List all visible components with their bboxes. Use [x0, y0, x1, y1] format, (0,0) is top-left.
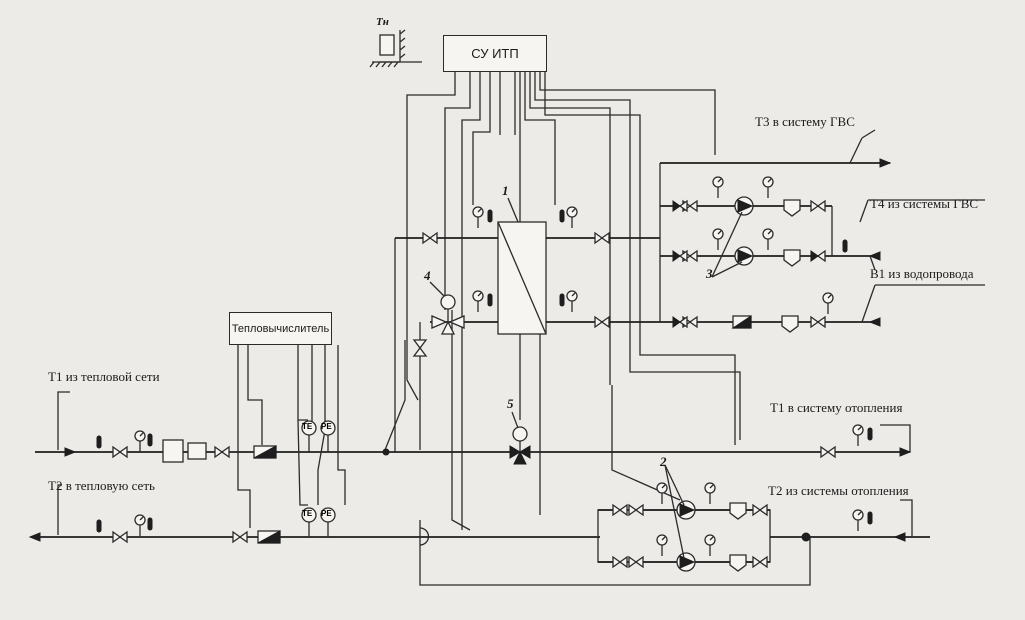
- pressure-gauge-icon: [712, 176, 724, 198]
- heat-calculator-label: Тепловычислитель: [231, 322, 330, 335]
- pressure-gauge-icon: [822, 292, 834, 314]
- riser-valve: [412, 339, 428, 357]
- label-t1-in: Т1 из тепловой сети: [48, 369, 160, 384]
- callout-5: 5: [507, 396, 514, 411]
- pressure-gauge-icon: [852, 424, 864, 446]
- thermometers: [96, 209, 873, 533]
- valve-icon: [672, 249, 688, 263]
- thermometer-icon: [867, 427, 873, 441]
- valve-icon: [628, 503, 644, 517]
- control-valve-dhw: [431, 294, 465, 335]
- thermometer-icon: [487, 293, 493, 307]
- valve-icon: [112, 445, 128, 459]
- valve-icon: [752, 503, 768, 517]
- label-t2-out: Т2 в тепловую сеть: [48, 478, 155, 493]
- valve-icon: [810, 315, 826, 329]
- valve-icon: [810, 199, 826, 213]
- pressure-gauge-icon: [134, 514, 146, 536]
- valve-icon: [214, 445, 230, 459]
- thermometer-icon: [487, 209, 493, 223]
- dhw-pump-1: [734, 196, 754, 216]
- dhw-pump-2: [734, 246, 754, 266]
- pressure-gauge-icon: [712, 228, 724, 250]
- strainer-heating-1: [729, 502, 747, 520]
- valves: [112, 199, 836, 569]
- pressure-gauge-icon: [704, 482, 716, 504]
- pressure-gauge-icon: [472, 290, 484, 312]
- valve-icon: [752, 555, 768, 569]
- pressure-gauge-icon: [472, 206, 484, 228]
- heat-exchanger: [497, 221, 547, 335]
- thermometer-icon: [559, 209, 565, 223]
- calculator-wiring: [237, 345, 346, 528]
- valve-icon: [672, 199, 688, 213]
- thermometer-icon: [559, 293, 565, 307]
- strainer-coldwater: [781, 315, 799, 333]
- tag-pe-return: PE: [321, 509, 332, 518]
- outdoor-sensor-label: Тн: [376, 16, 389, 28]
- valve-icon: [232, 530, 248, 544]
- callout-4: 4: [424, 268, 431, 283]
- tag-te-supply: TE: [302, 422, 313, 431]
- strainer-dhw-2: [783, 249, 801, 267]
- valve-icon: [810, 249, 826, 263]
- valve-icon: [112, 530, 128, 544]
- control-wiring: [380, 61, 741, 531]
- pressure-gauge-icon: [762, 228, 774, 250]
- label-t4: Т4 из системы ГВС: [870, 196, 979, 211]
- callout-3: 3: [706, 266, 713, 281]
- label-t1-heating: Т1 в систему отопления: [770, 400, 903, 415]
- pressure-gauge-icon: [566, 206, 578, 228]
- heating-pump-2: [676, 552, 696, 572]
- pressure-gauge-icon: [762, 176, 774, 198]
- pressure-gauge-icon: [566, 290, 578, 312]
- valve-icon: [612, 555, 628, 569]
- label-t2-heating: Т2 из системы отопления: [768, 483, 909, 498]
- outdoor-temperature-sensor: [369, 29, 406, 68]
- thermometer-icon: [147, 517, 153, 531]
- pressure-gauges: [134, 176, 864, 556]
- pressure-gauge-icon: [704, 534, 716, 556]
- valve-icon: [612, 503, 628, 517]
- heating-pump-1: [676, 500, 696, 520]
- thermometer-icon: [147, 433, 153, 447]
- controller-label: СУ ИТП: [471, 46, 519, 61]
- main-pipelines: [28, 391, 930, 586]
- mud-collector-supply: [160, 439, 207, 463]
- label-t3: Т3 в систему ГВС: [755, 114, 855, 129]
- pressure-gauge-icon: [656, 482, 668, 504]
- flow-meter-coldwater: [731, 315, 752, 329]
- valve-icon: [820, 445, 836, 459]
- pressure-gauge-icon: [656, 534, 668, 556]
- pressure-gauge-icon: [852, 509, 864, 531]
- control-valve-heating: [509, 426, 531, 465]
- valve-icon: [422, 231, 438, 245]
- controller-box: СУ ИТП: [443, 35, 547, 72]
- heating-pump-loop: [597, 509, 811, 563]
- thermometer-icon: [867, 511, 873, 525]
- tag-pe-supply: PE: [321, 422, 332, 431]
- flow-meter-supply: [253, 445, 277, 459]
- valve-icon: [672, 315, 688, 329]
- flow-meter-return: [257, 530, 281, 544]
- valve-icon: [628, 555, 644, 569]
- valve-icon: [594, 315, 610, 329]
- tag-te-return: TE: [302, 509, 313, 518]
- thermometer-icon: [96, 519, 102, 533]
- valve-icon: [594, 231, 610, 245]
- thermometer-icon: [96, 435, 102, 449]
- strainer-dhw-1: [783, 199, 801, 217]
- label-b1: В1 из водопровода: [870, 266, 974, 281]
- callout-2: 2: [660, 454, 667, 469]
- thermometer-icon: [842, 239, 848, 253]
- heat-calculator-box: Тепловычислитель: [229, 312, 332, 345]
- callout-1: 1: [502, 183, 509, 198]
- pressure-gauge-icon: [134, 430, 146, 452]
- strainer-heating-2: [729, 554, 747, 572]
